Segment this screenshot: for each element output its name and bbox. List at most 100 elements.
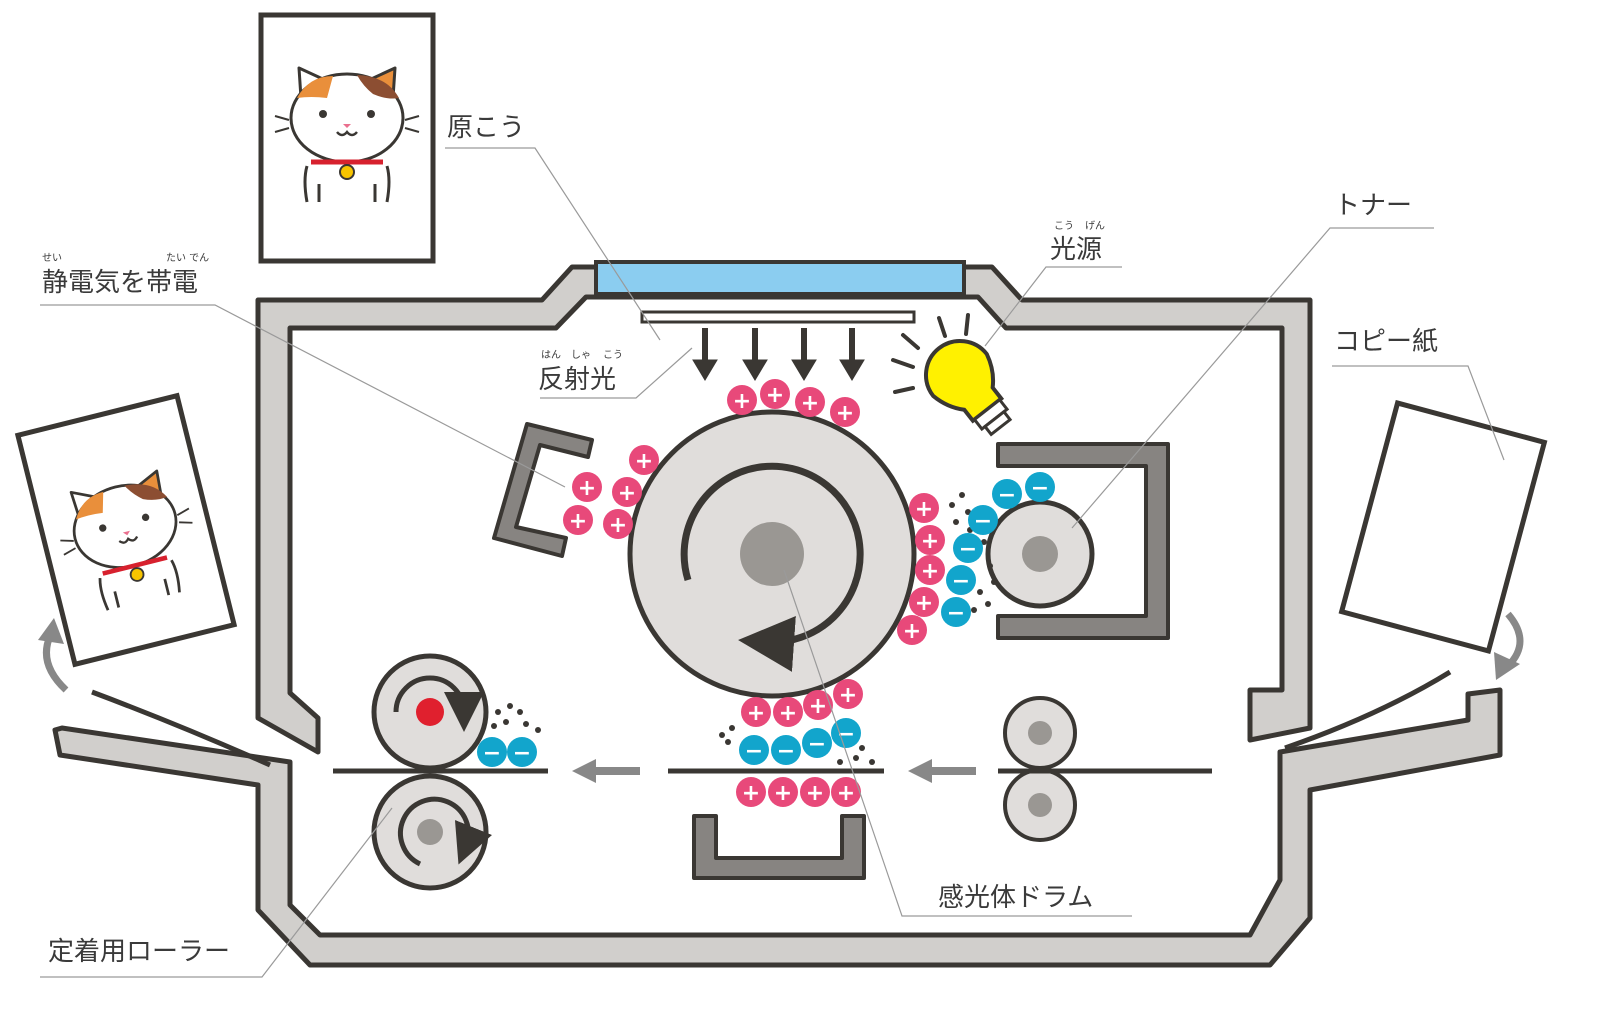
plus-sign: + [836,401,854,426]
output-copy [14,392,238,668]
label-original: 原こう [447,113,525,143]
label-reflected-ruby-3: こう [603,349,623,361]
positive-charge-icon-19: + [768,777,798,807]
label-copy-paper: コピー紙 [1334,327,1438,357]
positive-charge-icon-13: + [897,615,927,645]
plus-sign: + [915,591,933,616]
minus-sign: − [483,741,501,766]
negative-charge-icon-32: − [477,737,507,767]
label-light-source: 光源 [1050,235,1102,265]
charger-unit [492,422,594,558]
minus-sign: − [1031,476,1049,501]
label-light-ruby-2: げん [1085,220,1105,232]
minus-sign: − [959,537,977,562]
feed-roller-bottom [1003,768,1077,842]
minus-sign: − [513,741,531,766]
positive-charge-icon-17: + [833,679,863,709]
positive-charge-icon-5: + [572,472,602,502]
plus-sign: + [839,683,857,708]
label-charge-ruby-2: たい でん [166,252,209,264]
negative-charge-icon-27: − [941,597,971,627]
plus-sign: + [635,449,653,474]
down-arrow-2 [742,328,768,381]
positive-charge-icon-11: + [915,555,945,585]
leader-lines [40,147,1505,978]
plus-sign: + [921,529,939,554]
plus-sign: + [903,619,921,644]
label-fuser: 定着用ローラー [48,937,230,967]
negative-charge-icon-28: − [739,735,769,765]
negative-charge-icon-26: − [946,565,976,595]
minus-sign: − [837,722,855,747]
plus-sign: + [742,781,760,806]
negative-charge-icon-30: − [802,728,832,758]
exit-curve-arrow [38,618,69,693]
down-arrow-3 [791,328,817,381]
charge-symbols: ++++++++++++++++++++++−−−−−−−−−−−− [477,379,1055,807]
positive-charge-icon-2: + [795,387,825,417]
toner-roller [985,499,1095,609]
positive-charge-icon-4: + [629,445,659,475]
label-toner: トナー [1334,191,1412,221]
copier-shell-bottom [52,687,1503,968]
positive-charge-icon-3: + [830,397,860,427]
label-charge: 静電気を帯電 [42,268,198,298]
fuser-roller-top [371,653,489,771]
blank-copy-paper [1338,399,1548,655]
positive-charge-icon-8: + [603,509,633,539]
plus-sign: + [806,781,824,806]
drum-rotation-arrow [680,462,864,672]
positive-charge-icon-14: + [741,697,771,727]
heater-core [416,698,444,726]
fuser-roller-bottom [371,773,493,891]
minus-sign: − [998,483,1016,508]
plus-sign: + [837,781,855,806]
minus-sign: − [974,509,992,534]
plus-sign: + [809,694,827,719]
feed-roller-top [1003,696,1077,770]
plus-sign: + [578,476,596,501]
plus-sign: + [766,383,784,408]
minus-sign: − [777,739,795,764]
negative-charge-icon-23: − [1025,472,1055,502]
plus-sign: + [915,497,933,522]
feed-curve-arrow [1494,611,1524,680]
minus-sign: − [745,739,763,764]
cat-picture-copy [60,469,193,611]
paper-flow-arrow-right [908,759,976,783]
down-arrow-1 [692,328,718,381]
down-arrow-4 [839,328,865,381]
positive-charge-icon-6: + [612,477,642,507]
label-light-ruby-1: こう [1054,220,1074,232]
feed-paper-guide [1284,669,1452,751]
positive-charge-icon-21: + [831,777,861,807]
positive-charge-icon-1: + [760,379,790,409]
positive-charge-icon-12: + [909,587,939,617]
minus-sign: − [947,601,965,626]
positive-charge-icon-18: + [736,777,766,807]
negative-charge-icon-24: − [968,505,998,535]
negative-charge-icon-29: − [771,735,801,765]
plus-sign: + [618,481,636,506]
negative-charge-icon-25: − [953,533,983,563]
plus-sign: + [774,781,792,806]
label-reflected-ruby-1: はん [541,349,561,361]
positive-charge-icon-0: + [727,385,757,415]
positive-charge-icon-9: + [909,493,939,523]
scanner-glass [594,260,966,296]
positive-charge-icon-20: + [800,777,830,807]
label-reflected: 反射光 [538,365,616,395]
plus-sign: + [733,389,751,414]
plus-sign: + [779,701,797,726]
light-bulb-icon [891,313,1013,437]
negative-charge-icon-22: − [992,479,1022,509]
drum-hub [740,522,804,586]
exit-paper-guide [91,689,272,768]
plus-sign: + [609,513,627,538]
plus-sign: + [801,391,819,416]
cat-picture-original [274,66,420,203]
label-reflected-ruby-2: しゃ [571,349,591,361]
copier-shell-outer [255,264,1313,755]
plus-sign: + [921,559,939,584]
